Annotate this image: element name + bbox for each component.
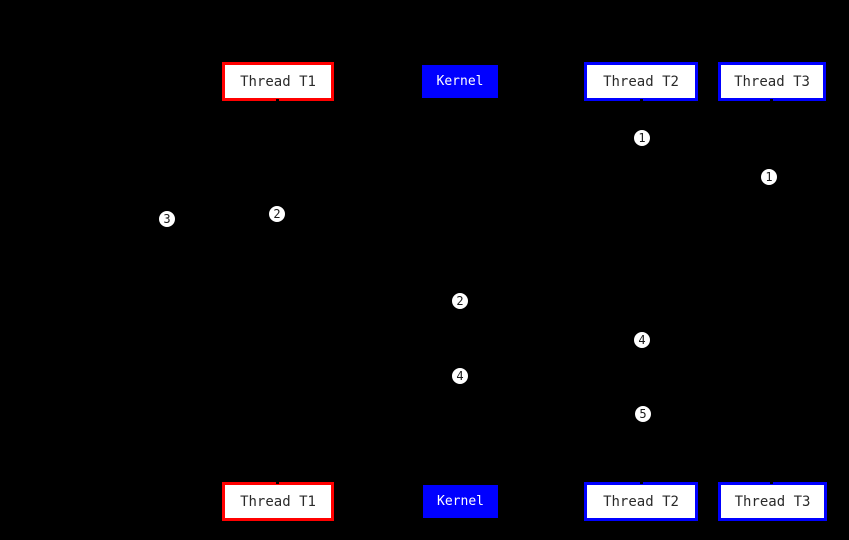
actor-box-thread-t2-top: Thread T2	[584, 62, 698, 101]
actor-box-thread-t1-bottom: Thread T1	[222, 482, 334, 521]
sequence-marker-2-kernel: 2	[451, 292, 469, 310]
lifeline-thread-t3	[770, 99, 773, 484]
sequence-marker-1-thread-t2: 1	[633, 129, 651, 147]
actor-box-thread-t2-bottom: Thread T2	[584, 482, 698, 521]
sequence-marker-2-thread-t1: 2	[268, 205, 286, 223]
sequence-marker-4-kernel: 4	[451, 367, 469, 385]
lifeline-kernel	[459, 99, 462, 484]
actor-box-thread-t3-bottom: Thread T3	[718, 482, 827, 521]
actor-box-kernel-bottom: Kernel	[423, 485, 498, 518]
sequence-marker-1-thread-t3: 1	[760, 168, 778, 186]
actor-box-thread-t3-top: Thread T3	[718, 62, 826, 101]
lifeline-thread-t1	[276, 99, 279, 484]
sequence-marker-5-thread-t2: 5	[634, 405, 652, 423]
sequence-marker-3: 3	[158, 210, 176, 228]
sequence-marker-4-thread-t2: 4	[633, 331, 651, 349]
actor-box-kernel-top: Kernel	[422, 65, 498, 98]
actor-box-thread-t1-top: Thread T1	[222, 62, 334, 101]
lifeline-thread-t2	[640, 99, 643, 484]
